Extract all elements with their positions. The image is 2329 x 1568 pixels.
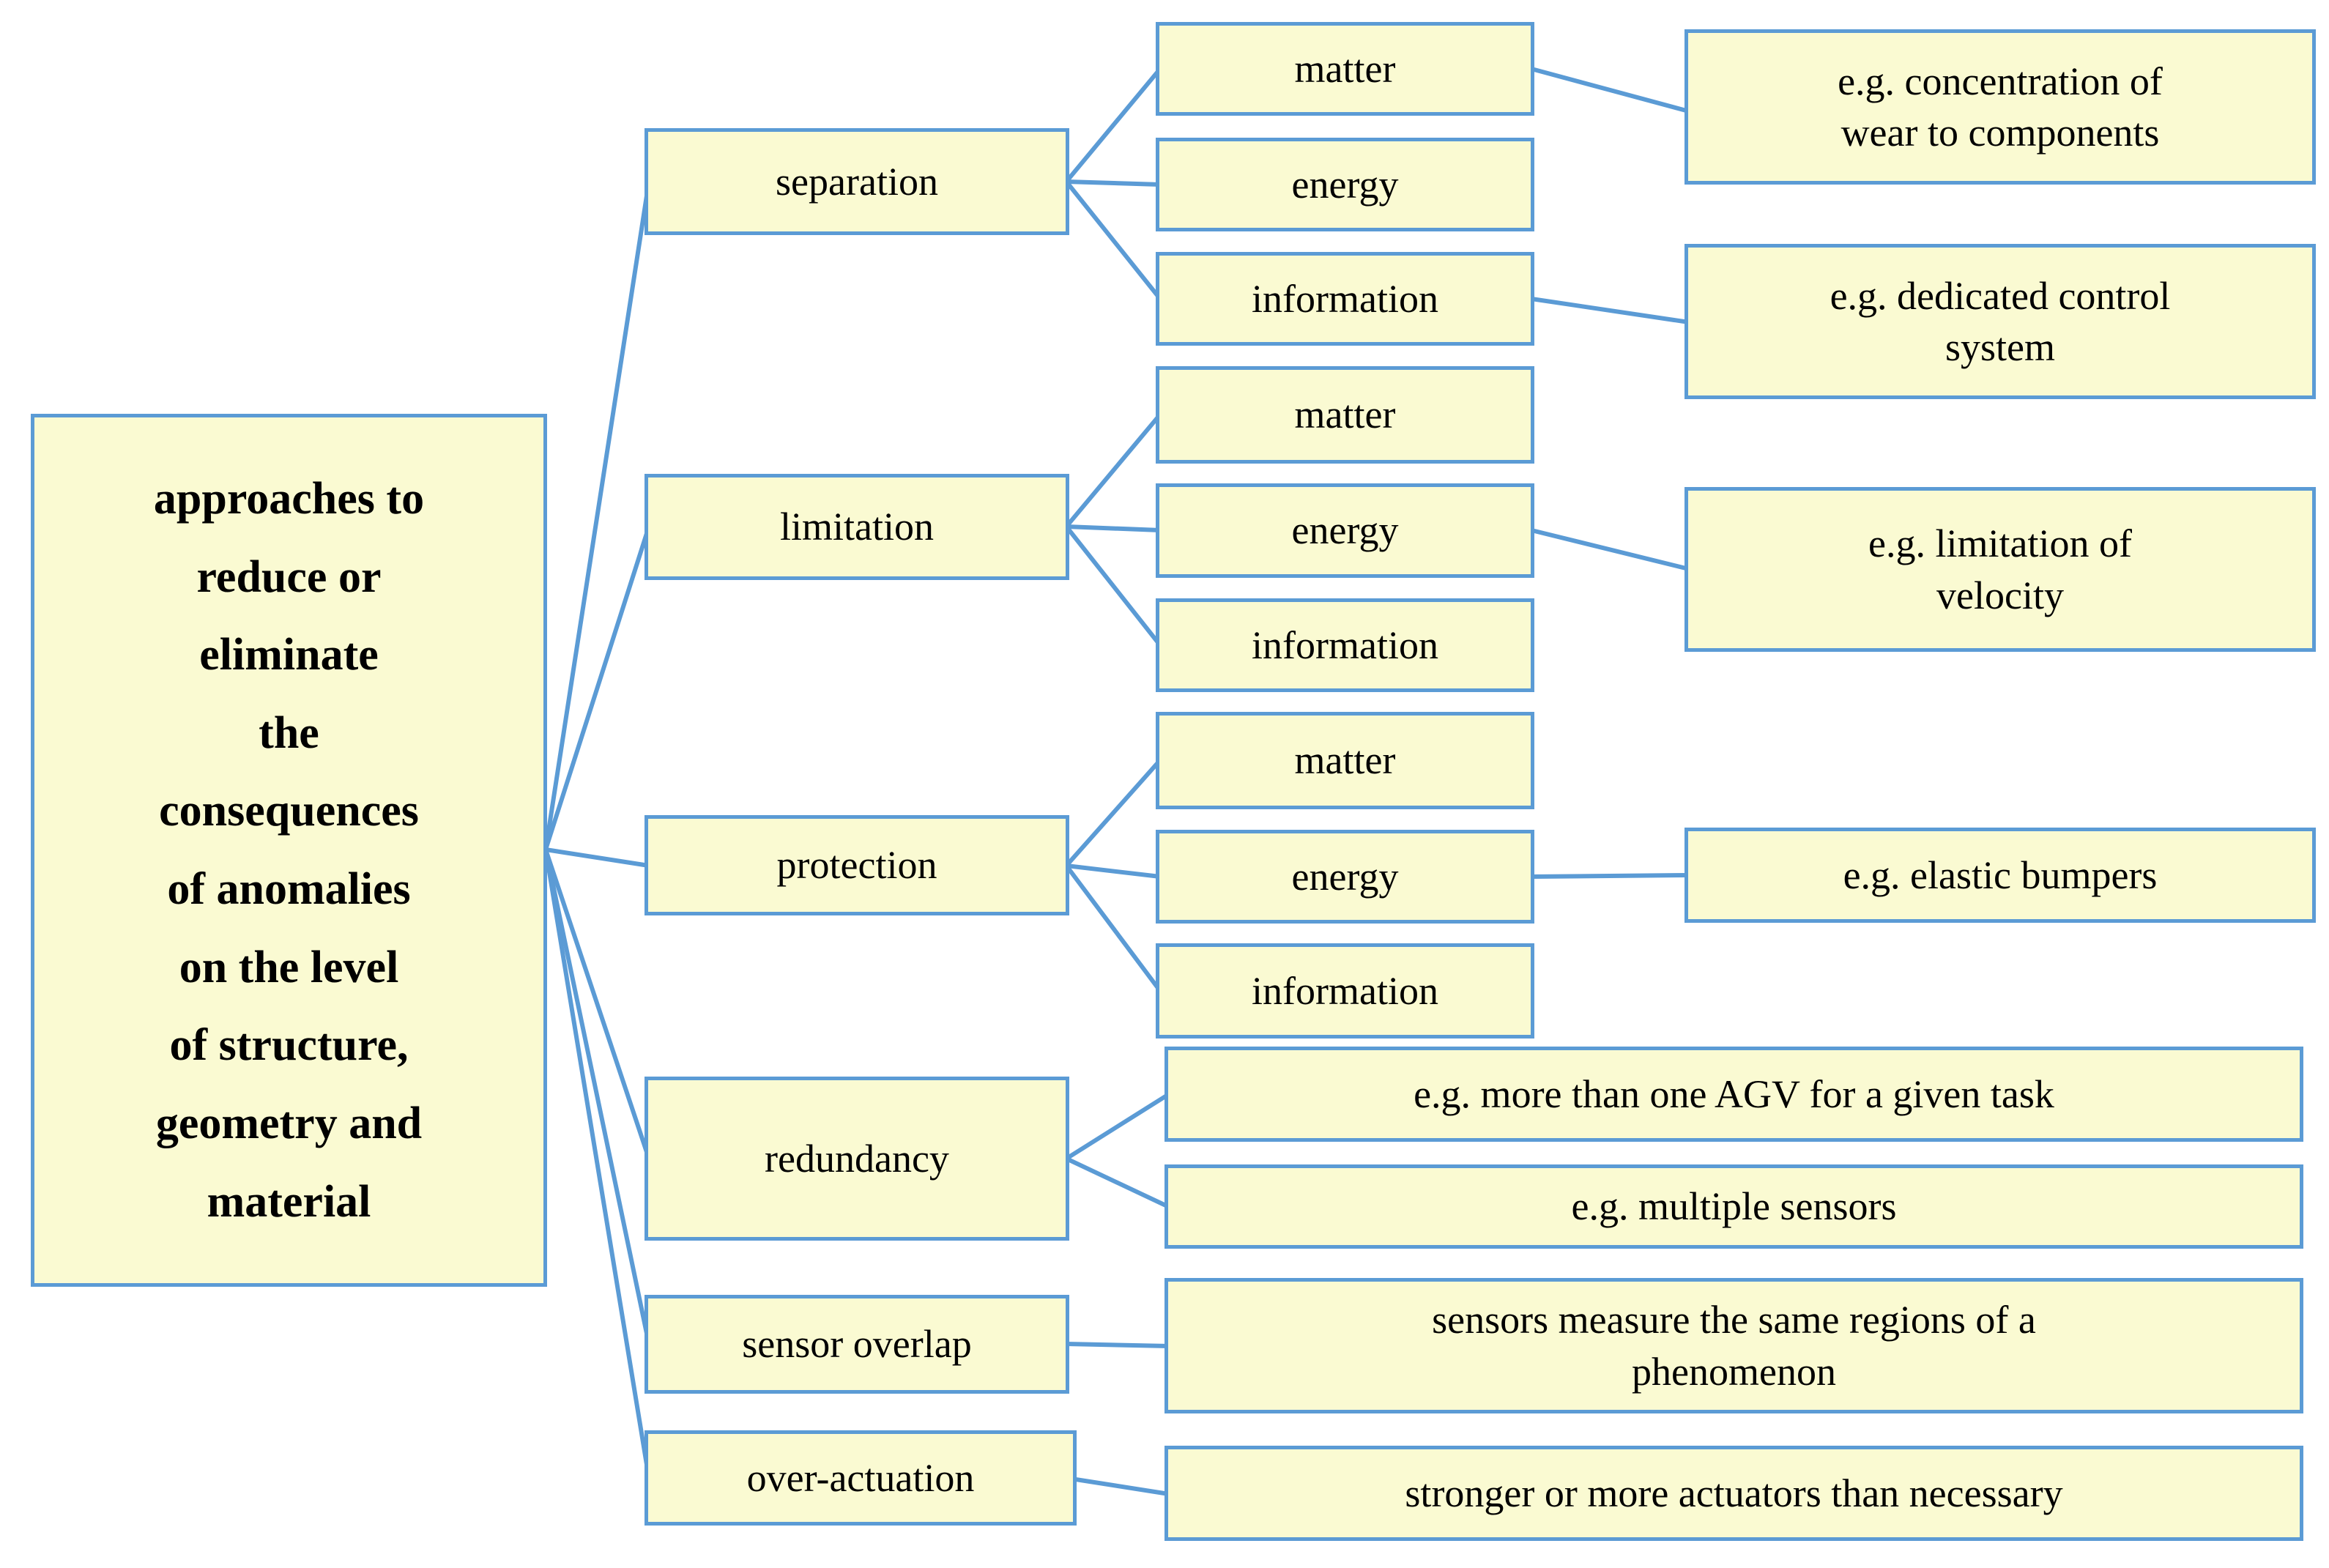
node-limitation-information-label: information (1252, 623, 1438, 667)
edge-separation-information (1064, 180, 1162, 300)
edge-root-limitation (543, 526, 651, 850)
node-separation-information-label: information (1252, 276, 1438, 321)
node-protection-matter: matter (1156, 712, 1534, 809)
edge-root-separation (543, 181, 651, 850)
edge-matter-wear (1531, 67, 1690, 114)
node-example-wear-concentration: e.g. concentration of wear to components (1684, 29, 2316, 185)
node-sensor-overlap-label: sensor overlap (742, 1322, 972, 1367)
edge-root-over-actuation (543, 849, 651, 1479)
node-limitation-label: limitation (780, 505, 934, 549)
node-root-label: approaches to reduce or eliminate the co… (153, 473, 425, 1227)
node-protection-label: protection (776, 843, 937, 888)
node-example-multiple-sensors-label: e.g. multiple sensors (1571, 1184, 1897, 1229)
edge-root-protection (545, 847, 650, 868)
node-example-over-actuation-desc-label: stronger or more actuators than necessar… (1405, 1471, 2063, 1515)
node-over-actuation-label: over-actuation (746, 1455, 975, 1500)
node-separation: separation (645, 128, 1069, 235)
node-example-multiple-sensors: e.g. multiple sensors (1164, 1164, 2303, 1249)
node-root: approaches to reduce or eliminate the co… (31, 414, 547, 1287)
edge-limitation-matter (1064, 413, 1162, 528)
edge-over-actuation-desc (1066, 1476, 1170, 1496)
edge-separation-energy (1066, 179, 1161, 187)
node-separation-matter: matter (1156, 22, 1534, 116)
node-redundancy: redundancy (645, 1077, 1069, 1241)
edge-limitation-energy (1066, 524, 1161, 532)
node-sensor-overlap: sensor overlap (645, 1295, 1069, 1394)
node-example-velocity-limitation: e.g. limitation of velocity (1684, 487, 2316, 652)
edge-energy-bumpers (1531, 873, 1690, 879)
node-example-sensor-overlap-desc: sensors measure the same regions of a ph… (1164, 1278, 2303, 1413)
edge-separation-matter (1064, 67, 1162, 183)
edge-protection-energy (1066, 863, 1161, 879)
node-protection-information: information (1156, 943, 1534, 1038)
edge-protection-matter (1064, 759, 1162, 867)
node-protection-matter-label: matter (1294, 738, 1396, 783)
node-over-actuation: over-actuation (645, 1430, 1077, 1526)
edge-redundancy-agv (1065, 1092, 1170, 1161)
node-example-agv: e.g. more than one AGV for a given task (1164, 1047, 2303, 1142)
node-protection: protection (645, 815, 1069, 915)
node-example-wear-concentration-label: e.g. concentration of wear to components (1838, 59, 2163, 155)
node-example-elastic-bumpers: e.g. elastic bumpers (1684, 828, 2316, 923)
edge-sensor-overlap-desc (1066, 1342, 1170, 1348)
node-protection-energy-label: energy (1291, 854, 1399, 899)
edge-redundancy-sensors (1065, 1156, 1170, 1209)
edge-energy-velocity (1531, 528, 1690, 571)
node-example-dedicated-control: e.g. dedicated control system (1684, 244, 2316, 399)
edge-information-dedicated (1531, 297, 1690, 324)
node-example-sensor-overlap-desc-label: sensors measure the same regions of a ph… (1432, 1298, 2036, 1394)
node-example-agv-label: e.g. more than one AGV for a given task (1414, 1071, 2054, 1116)
node-protection-information-label: information (1252, 968, 1438, 1013)
node-limitation-matter-label: matter (1294, 393, 1396, 437)
node-separation-energy-label: energy (1291, 162, 1399, 207)
node-limitation-energy: energy (1156, 483, 1534, 578)
edge-limitation-information (1064, 525, 1162, 647)
node-separation-matter-label: matter (1294, 46, 1396, 91)
node-limitation: limitation (645, 474, 1069, 580)
node-example-dedicated-control-label: e.g. dedicated control system (1830, 273, 2171, 369)
node-separation-energy: energy (1156, 138, 1534, 231)
edge-root-sensor-overlap (543, 849, 651, 1345)
node-limitation-energy-label: energy (1291, 508, 1399, 553)
node-limitation-information: information (1156, 598, 1534, 692)
node-protection-energy: energy (1156, 830, 1534, 924)
node-separation-label: separation (776, 159, 938, 204)
node-example-velocity-limitation-label: e.g. limitation of velocity (1868, 521, 2132, 617)
node-limitation-matter: matter (1156, 366, 1534, 464)
node-example-elastic-bumpers-label: e.g. elastic bumpers (1843, 852, 2158, 897)
edge-protection-information (1064, 864, 1162, 992)
edge-root-redundancy (543, 849, 651, 1159)
node-separation-information: information (1156, 252, 1534, 346)
node-example-over-actuation-desc: stronger or more actuators than necessar… (1164, 1446, 2303, 1541)
node-redundancy-label: redundancy (765, 1136, 949, 1181)
